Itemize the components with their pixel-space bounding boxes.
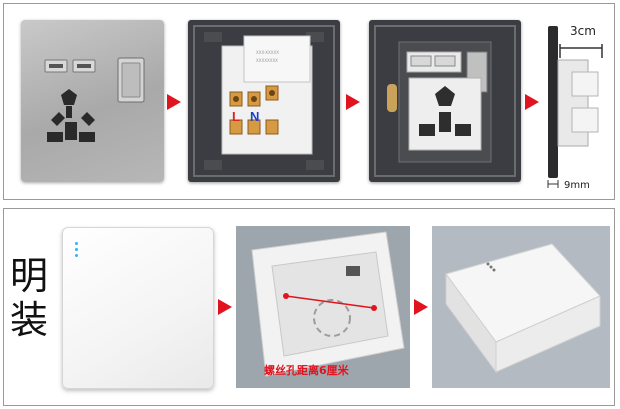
socket-side-drawing — [547, 26, 603, 188]
top-panel: XXX-XXXXX XXXXXXXX L N — [3, 3, 615, 200]
arrow-1 — [167, 94, 181, 110]
socket-side-image: 3cm 9mm — [544, 18, 610, 193]
hole-distance-note: 螺丝孔距离6厘米 — [264, 364, 349, 377]
arrow-4 — [218, 299, 232, 315]
side-title: 明装 — [10, 254, 49, 342]
arrow-3 — [525, 94, 539, 110]
socket-back-image: XXX-XXXXX XXXXXXXX L N — [188, 20, 340, 182]
socket-back-drawing: XXX-XXXXX XXXXXXXX — [193, 25, 335, 177]
arrow-2 — [346, 94, 360, 110]
socket-front-image — [21, 20, 164, 182]
mount-box-drawing — [236, 226, 410, 388]
mounted-switch-drawing — [432, 226, 610, 388]
bottom-panel: 明装 螺丝孔距离6厘米 — [3, 208, 615, 406]
arrow-5 — [414, 299, 428, 315]
svg-text:XXX-XXXXX: XXX-XXXXX — [256, 50, 279, 55]
dimension-thickness-label: 9mm — [564, 180, 590, 191]
white-switch-image — [62, 227, 214, 389]
terminal-l-label: L — [232, 109, 240, 124]
svg-text:XXXXXXXX: XXXXXXXX — [256, 58, 278, 63]
socket-frame-drawing — [374, 25, 516, 177]
mount-box-image: 螺丝孔距离6厘米 — [236, 226, 410, 388]
terminal-n-label: N — [250, 109, 260, 124]
dimension-depth-label: 3cm — [570, 24, 596, 38]
indicator-dots — [75, 242, 78, 257]
socket-front-drawing — [44, 57, 145, 142]
mounted-switch-image — [432, 226, 610, 388]
socket-frame-image — [369, 20, 521, 182]
